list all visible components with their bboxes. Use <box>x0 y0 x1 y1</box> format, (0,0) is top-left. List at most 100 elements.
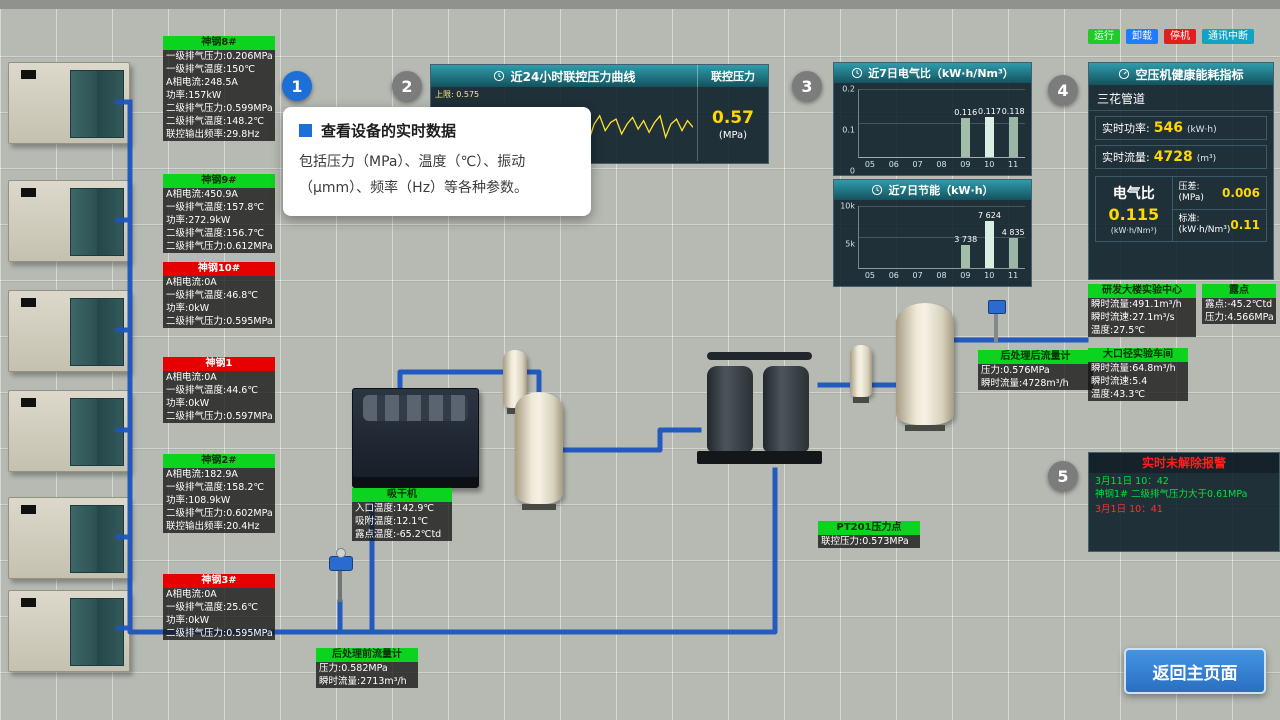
flow-meter-head <box>329 556 353 571</box>
alarm-entry: 3月11日 10：42 神钢1# 二级排气压力大于0.61MPa <box>1089 473 1279 501</box>
data-row: 功率:157kW <box>163 89 275 102</box>
alarm-title: 实时未解除报警 <box>1089 453 1279 473</box>
flow-meter-cap <box>336 548 346 558</box>
electric-ratio-title: 近7日电气比（kW·h/Nm³） <box>868 67 1014 80</box>
bar-column: 3 738 <box>954 206 978 268</box>
bar-value-label: 4 835 <box>1001 228 1025 238</box>
data-row: 功率:0kW <box>163 302 275 315</box>
status-running-button[interactable]: 运行 <box>1088 29 1120 44</box>
y-tick: 0.1 <box>842 125 855 135</box>
data-row: A相电流:0A <box>163 276 275 289</box>
energy-saving-title: 近7日节能（kW·h） <box>888 184 994 197</box>
x-tick: 06 <box>888 160 899 169</box>
data-row: 二级排气温度:156.7℃ <box>163 227 275 240</box>
compressor-unit-10[interactable] <box>8 290 130 372</box>
bar-column <box>883 206 907 268</box>
pressure-trend-header: 近24小时联控压力曲线 联控压力 <box>431 65 768 87</box>
tag-title: 研发大楼实验中心 <box>1088 284 1196 298</box>
data-row: 温度:27.5℃ <box>1088 324 1196 337</box>
pressure-value-box: 0.57 (MPa) <box>698 87 768 161</box>
pipe-name: 三花管道 <box>1089 85 1273 111</box>
x-tick: 08 <box>936 160 947 169</box>
pressure-unit: (MPa) <box>718 129 748 141</box>
bar-column: 0.117 <box>978 89 1002 157</box>
data-row: 联控压力:0.573MPa <box>818 535 920 548</box>
return-home-button[interactable]: 返回主页面 <box>1124 648 1266 694</box>
dryer-top-pipe <box>707 352 812 360</box>
compressor-unit-1[interactable] <box>8 390 130 472</box>
clock-icon <box>872 184 883 196</box>
compressor-name: 神钢1 <box>163 357 275 371</box>
x-tick: 06 <box>888 271 899 280</box>
data-row: 二级排气压力:0.595MPa <box>163 315 275 328</box>
y-tick: 0 <box>849 166 855 176</box>
power-value: 546 <box>1153 120 1183 136</box>
gridline <box>859 123 1025 124</box>
air-receiver-tank-2 <box>896 303 954 431</box>
twin-tower-dryer[interactable] <box>697 352 822 464</box>
x-tick: 10 <box>984 271 995 280</box>
callout-step-2[interactable]: 2 <box>392 71 422 101</box>
clock-icon <box>852 67 863 79</box>
data-row: 瞬时流速:5.4 <box>1088 375 1188 388</box>
data-row: 一级排气温度:158.2℃ <box>163 481 275 494</box>
adsorption-dryer-machine[interactable] <box>352 388 479 488</box>
data-row: 露点:-45.2℃td <box>1202 298 1276 311</box>
bar-value-label: 0.118 <box>1001 106 1025 116</box>
x-tick: 09 <box>960 160 971 169</box>
compressor-unit-8[interactable] <box>8 62 130 144</box>
pressure-transmitter[interactable] <box>988 300 1006 342</box>
data-row: 瞬时流量:491.1m³/h <box>1088 298 1196 311</box>
x-tick: 05 <box>864 271 876 280</box>
bar-value-label: 3 738 <box>954 234 978 244</box>
compressor-unit-2[interactable] <box>8 497 130 579</box>
filter-vessel-small-2 <box>850 345 872 403</box>
flow-value: 4728 <box>1153 149 1193 165</box>
bar-column <box>906 206 930 268</box>
tag-title: 露点 <box>1202 284 1276 298</box>
flow-meter-stem <box>338 566 342 602</box>
bar-value-label: 7 624 <box>978 210 1001 220</box>
gridline <box>859 237 1025 238</box>
callout-step-1[interactable]: 1 <box>282 71 312 101</box>
compressor-name: 神钢10# <box>163 262 275 276</box>
compressor-unit-9[interactable] <box>8 180 130 262</box>
ratio-value: 0.115 <box>1108 205 1160 224</box>
data-row: 二级排气压力:0.599MPa <box>163 102 275 115</box>
y-tick: 5k <box>845 239 855 249</box>
x-tick: 07 <box>912 160 923 169</box>
bar <box>984 117 994 157</box>
tooltip-title: 查看设备的实时数据 <box>321 122 457 140</box>
data-row: 联控输出频率:20.4Hz <box>163 520 275 533</box>
callout-step-4[interactable]: 4 <box>1048 75 1078 105</box>
status-unload-button[interactable]: 卸载 <box>1126 29 1158 44</box>
compressor-unit-3[interactable] <box>8 590 130 672</box>
electric-ratio-cell: 电气比 0.115 (kW·h/Nm³) <box>1096 177 1173 241</box>
health-panel-title: 空压机健康能耗指标 <box>1135 67 1244 82</box>
pressure-trend-right-label: 联控压力 <box>697 65 768 87</box>
callout-step-3[interactable]: 3 <box>792 71 822 101</box>
status-stopped-button[interactable]: 停机 <box>1164 29 1196 44</box>
data-row: 功率:108.9kW <box>163 494 275 507</box>
status-comm-fail-button[interactable]: 通讯中断 <box>1202 29 1254 44</box>
data-row: 功率:272.9kW <box>163 214 275 227</box>
data-row: 露点温度:-65.2℃td <box>352 528 452 541</box>
bar-column <box>906 89 930 157</box>
gauge-icon <box>1119 68 1130 80</box>
transmitter-stem <box>994 312 998 342</box>
data-row: 一级排气温度:150℃ <box>163 63 275 76</box>
alarm-panel: 实时未解除报警 3月11日 10：42 神钢1# 二级排气压力大于0.61MPa… <box>1088 452 1280 552</box>
data-row: 瞬时流量:2713m³/h <box>316 675 418 688</box>
data-row: 压力:0.582MPa <box>316 662 418 675</box>
x-tick: 08 <box>936 271 947 280</box>
data-row: 一级排气温度:46.8℃ <box>163 289 275 302</box>
flow-meter-instrument[interactable] <box>325 548 355 604</box>
callout-step-5[interactable]: 5 <box>1048 461 1078 491</box>
pressure-diff-cell: 压差:(MPa) 0.006 <box>1178 181 1260 203</box>
